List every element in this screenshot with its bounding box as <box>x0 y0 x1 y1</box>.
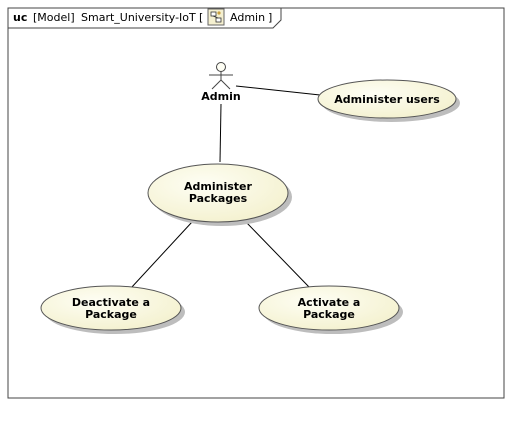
usecase-ellipse <box>317 79 457 119</box>
usecase-ellipse <box>147 163 289 223</box>
actor-admin[interactable]: Admin <box>201 62 241 104</box>
association-admin-administer-users[interactable] <box>235 85 321 96</box>
usecase-label-line-1: Deactivate a <box>72 296 150 309</box>
usecase-administer-users[interactable]: Administer users <box>317 79 460 122</box>
association-packages-deactivate[interactable] <box>130 221 193 289</box>
usecase-ellipse <box>40 285 182 331</box>
usecase-label-line-2: Package <box>85 308 137 321</box>
usecase-label-line-1: Activate a <box>298 296 361 309</box>
frame-bracket-close: ] <box>268 11 272 24</box>
package-diagram-icon <box>207 8 225 26</box>
usecase-label-line-2: Packages <box>189 192 248 205</box>
usecase-ellipse <box>258 285 400 331</box>
association-packages-activate[interactable] <box>245 221 311 289</box>
frame-keyword: uc <box>13 11 27 24</box>
actor-label: Admin <box>201 90 240 103</box>
usecase-activate-package[interactable]: Activate a Package <box>258 285 403 334</box>
associations <box>130 85 321 289</box>
frame-context-text: Admin ] <box>230 11 272 24</box>
frame-context-name: Admin <box>230 11 265 24</box>
usecase-administer-packages[interactable]: Administer Packages <box>147 163 292 226</box>
frame-model-name: Smart_University-IoT <box>81 11 196 24</box>
usecase-label-line-2: Package <box>303 308 355 321</box>
frame-kind: [Model] <box>33 11 75 24</box>
association-admin-administer-packages[interactable] <box>219 103 222 163</box>
frame-bracket-open: [ <box>199 11 203 24</box>
usecase-deactivate-package[interactable]: Deactivate a Package <box>40 285 185 334</box>
usecase-label-line-1: Administer <box>184 180 252 193</box>
frame-header-text: uc [Model] Smart_University-IoT [ <box>13 11 203 24</box>
usecase-label: Administer users <box>334 93 440 106</box>
stick-figure-actor-icon <box>209 62 233 90</box>
